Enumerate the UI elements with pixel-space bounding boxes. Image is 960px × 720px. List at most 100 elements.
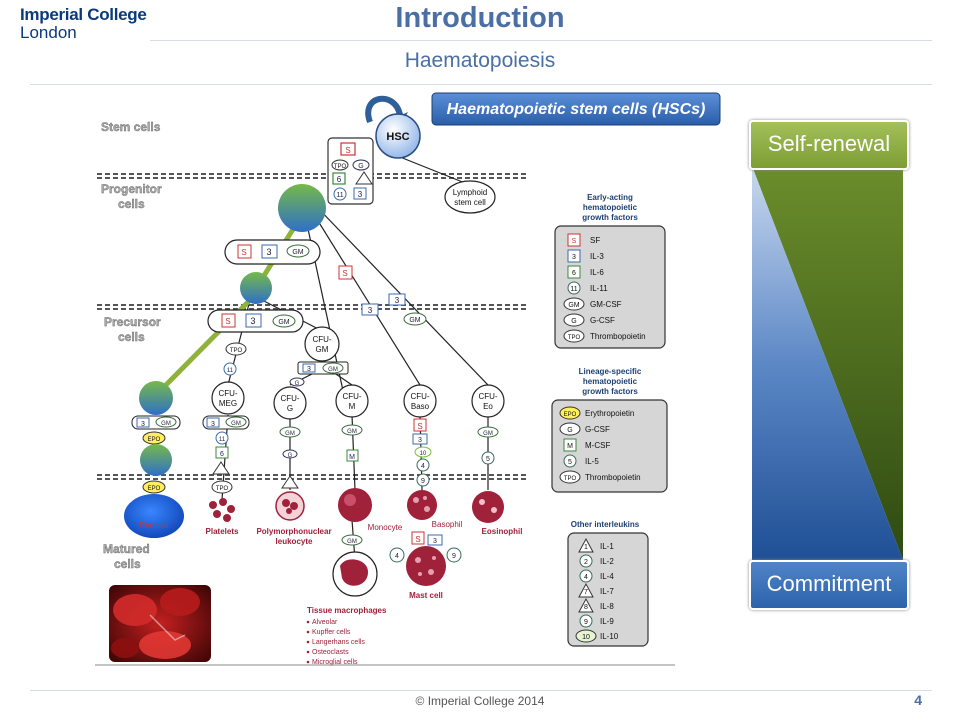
logo-line-2: London xyxy=(20,23,77,42)
svg-text:hematopoietic: hematopoietic xyxy=(583,377,638,386)
factor-epo-1 xyxy=(142,431,166,445)
svg-text:3: 3 xyxy=(141,421,145,428)
svg-text:Red cell: Red cell xyxy=(140,521,169,530)
legend-lineage-label-4: Thrombopoietin xyxy=(585,473,641,482)
svg-text:GM: GM xyxy=(231,421,241,427)
svg-text:G: G xyxy=(295,381,300,387)
subtitle-divider xyxy=(30,84,932,85)
platelets: Platelets xyxy=(206,498,239,536)
legend-early-label-2: IL-6 xyxy=(590,268,604,277)
legend-lineage-symbol-0 xyxy=(559,406,581,420)
red-blood-cells-photo xyxy=(109,585,211,662)
svg-text:CFU-: CFU- xyxy=(342,392,361,401)
title-divider xyxy=(150,40,932,41)
svg-text:9: 9 xyxy=(452,553,456,560)
legend-lineage-label-1: G-CSF xyxy=(585,425,610,434)
legend-early-symbol-2 xyxy=(567,265,581,279)
svg-text:GM: GM xyxy=(161,421,171,427)
imperial-logo: Imperial College London xyxy=(20,6,147,42)
legend-lineage-symbol-text-0: EPO xyxy=(564,412,577,418)
legend-il-symbol-text-3: 7 xyxy=(584,589,588,596)
legend-early-symbol-1 xyxy=(567,249,581,263)
cfu-gm: CFU- GM 3 GM G xyxy=(289,326,349,387)
svg-text:Baso: Baso xyxy=(411,402,430,411)
svg-text:GM: GM xyxy=(316,345,329,354)
factor-s-icon: S xyxy=(345,146,350,155)
legend-il-symbol-3 xyxy=(578,582,594,598)
factor-11-meg xyxy=(223,362,237,376)
svg-text:G: G xyxy=(287,404,293,413)
legend-early-label-0: SF xyxy=(590,236,600,245)
legend-lineage-symbol-1 xyxy=(559,422,581,436)
megakaryocyte-erythroid-progenitor xyxy=(240,272,272,304)
slide-title: Introduction xyxy=(395,2,565,34)
svg-text:10: 10 xyxy=(420,451,427,457)
factor-11-icon: 11 xyxy=(336,192,343,199)
legend-il-label-0: IL-1 xyxy=(600,542,614,551)
legend-early-acting: Early-acting hematopoietic growth factor… xyxy=(554,193,666,349)
svg-text:EPO: EPO xyxy=(148,486,161,492)
svg-text:growth factors: growth factors xyxy=(582,213,638,222)
legend-early-symbol-text-3: 11 xyxy=(570,286,577,293)
legend-early-symbol-3 xyxy=(567,281,581,295)
legend-early-label-1: IL-3 xyxy=(590,252,604,261)
legend-il-symbol-2 xyxy=(579,569,593,583)
eosinophil: Eosinophil xyxy=(472,491,522,536)
stage-label-stem: Stem cells xyxy=(101,120,161,134)
factor-pill-2: S 3 GM xyxy=(207,309,304,333)
svg-text:Early-acting: Early-acting xyxy=(587,193,633,202)
svg-text:stem cell: stem cell xyxy=(454,198,486,207)
factor-3-icon: 3 xyxy=(358,190,363,199)
svg-text:Tissue macrophages: Tissue macrophages xyxy=(307,606,387,615)
svg-text:M: M xyxy=(349,402,356,411)
svg-text:CFU-: CFU- xyxy=(410,392,429,401)
hsc-factor-box: S TPO G 6 11 3 xyxy=(327,137,374,205)
factor-tpo-icon: TPO xyxy=(334,164,347,170)
svg-text:Mast cell: Mast cell xyxy=(409,591,443,600)
legend-early-label-5: G-CSF xyxy=(590,316,615,325)
svg-text:EPO: EPO xyxy=(148,437,161,443)
legend-early-symbol-4 xyxy=(563,297,585,311)
svg-text:GM: GM xyxy=(483,431,493,437)
legend-early-symbol-text-6: TPO xyxy=(568,335,581,341)
legend-il-symbol-6 xyxy=(575,629,597,643)
myeloid-progenitor xyxy=(278,184,326,232)
svg-text:3: 3 xyxy=(307,366,311,373)
factor-epo-2 xyxy=(142,480,166,494)
legend-early-symbol-text-2: 6 xyxy=(572,270,576,277)
legend-il-symbol-0 xyxy=(578,537,594,553)
logo-line-1: Imperial College xyxy=(20,5,147,24)
legend-lineage-symbol-text-2: M xyxy=(567,443,573,450)
legend-early-symbol-text-0: S xyxy=(572,238,577,245)
legend-il-symbol-1 xyxy=(579,554,593,568)
cfu-meg: CFU- MEG xyxy=(211,381,245,415)
legend-il-symbol-text-5: 9 xyxy=(584,619,588,626)
legend-il-symbol-5 xyxy=(579,614,593,628)
svg-text:3: 3 xyxy=(395,296,400,305)
legend-early-symbol-text-4: GM xyxy=(568,302,579,309)
svg-text:S: S xyxy=(417,422,422,431)
svg-text:Polymorphonuclear: Polymorphonuclear xyxy=(256,527,331,536)
legend-il-label-3: IL-7 xyxy=(600,587,614,596)
legend-lineage-label-3: IL-5 xyxy=(585,457,599,466)
svg-text:S: S xyxy=(415,535,420,544)
svg-text:GM: GM xyxy=(328,367,338,373)
svg-text:9: 9 xyxy=(421,478,425,485)
svg-text:TPO: TPO xyxy=(230,348,243,354)
cfu-g: CFU- G xyxy=(273,386,307,420)
legend-lineage-symbol-4 xyxy=(559,470,581,484)
hsc-cell: HSC xyxy=(365,95,421,159)
footer-copyright: © Imperial College 2014 xyxy=(415,694,545,708)
svg-text:Kupffer cells: Kupffer cells xyxy=(312,629,351,636)
svg-text:11: 11 xyxy=(219,437,226,443)
legend-early-label-3: IL-11 xyxy=(590,284,608,293)
legend-lineage-symbol-2 xyxy=(563,438,577,452)
stage-label-progenitor-1: Progenitor xyxy=(101,182,162,196)
svg-text:CFU-: CFU- xyxy=(280,394,299,403)
legend-lineage-symbol-text-4: TPO xyxy=(564,476,577,482)
erythroid-progenitor-1 xyxy=(139,381,173,415)
svg-text:CFU-: CFU- xyxy=(218,389,237,398)
legend-lineage-symbol-text-1: G xyxy=(567,427,572,434)
svg-text:Eo: Eo xyxy=(483,402,493,411)
